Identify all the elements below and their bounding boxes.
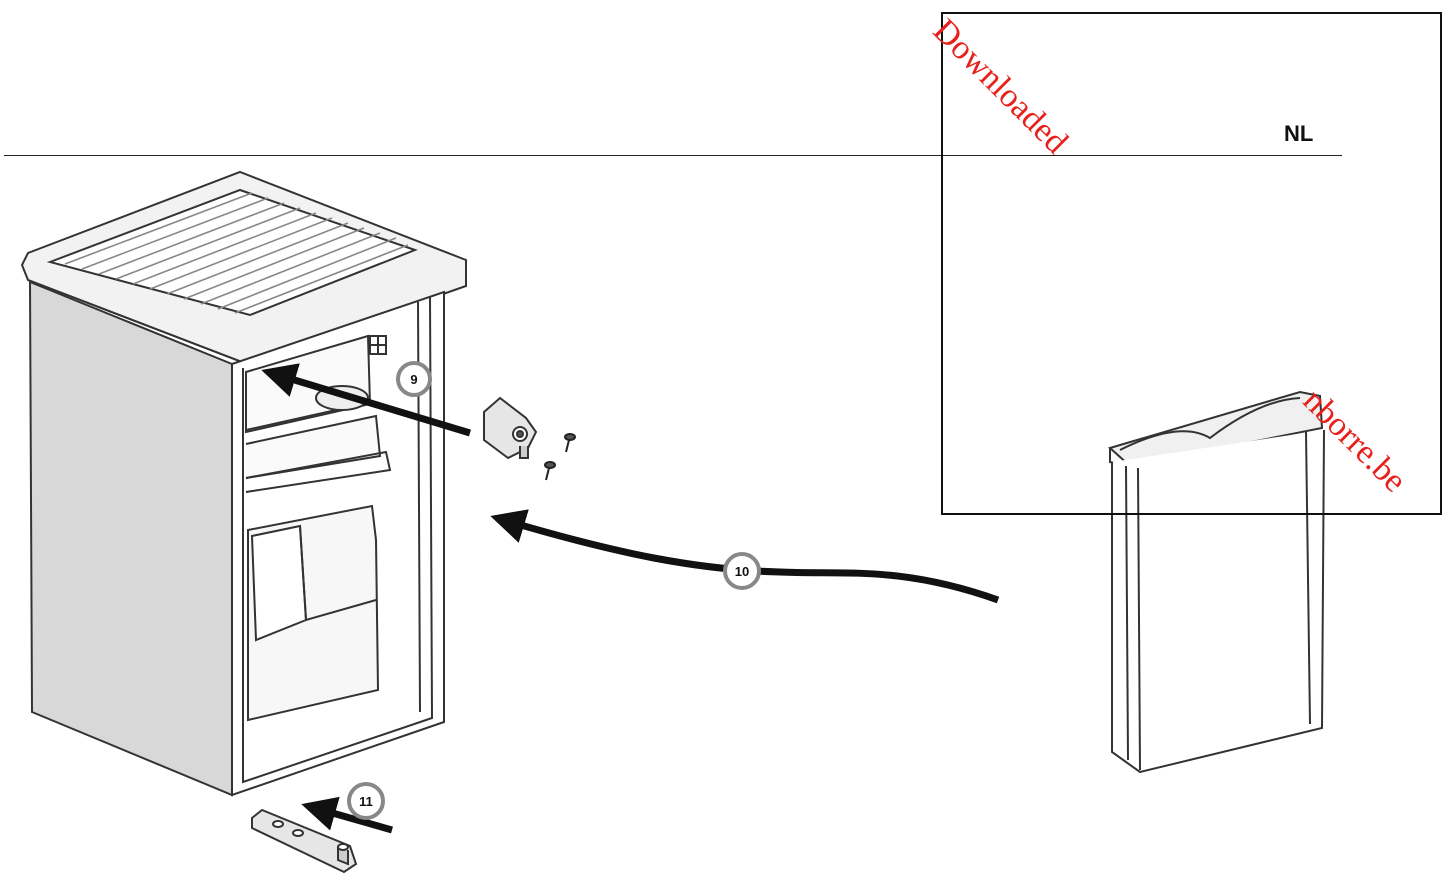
fridge-cabinet-illustration: [20, 170, 467, 797]
language-code: NL: [1284, 121, 1314, 146]
screw-icon: [544, 433, 576, 481]
bottom-hinge-illustration: [251, 808, 358, 874]
step-badge-9: 9: [396, 361, 432, 397]
fridge-door-illustration: [1108, 390, 1325, 774]
step-number-9: 9: [410, 372, 417, 387]
header-rule: [4, 155, 1342, 156]
step-number-10: 10: [735, 564, 749, 579]
watermark-box: [941, 12, 1442, 515]
step-number-11: 11: [359, 794, 373, 809]
top-hinge-illustration: [483, 396, 538, 460]
step-badge-10: 10: [723, 552, 761, 590]
step-badge-11: 11: [347, 782, 385, 820]
arrow-icon: [261, 363, 1000, 834]
